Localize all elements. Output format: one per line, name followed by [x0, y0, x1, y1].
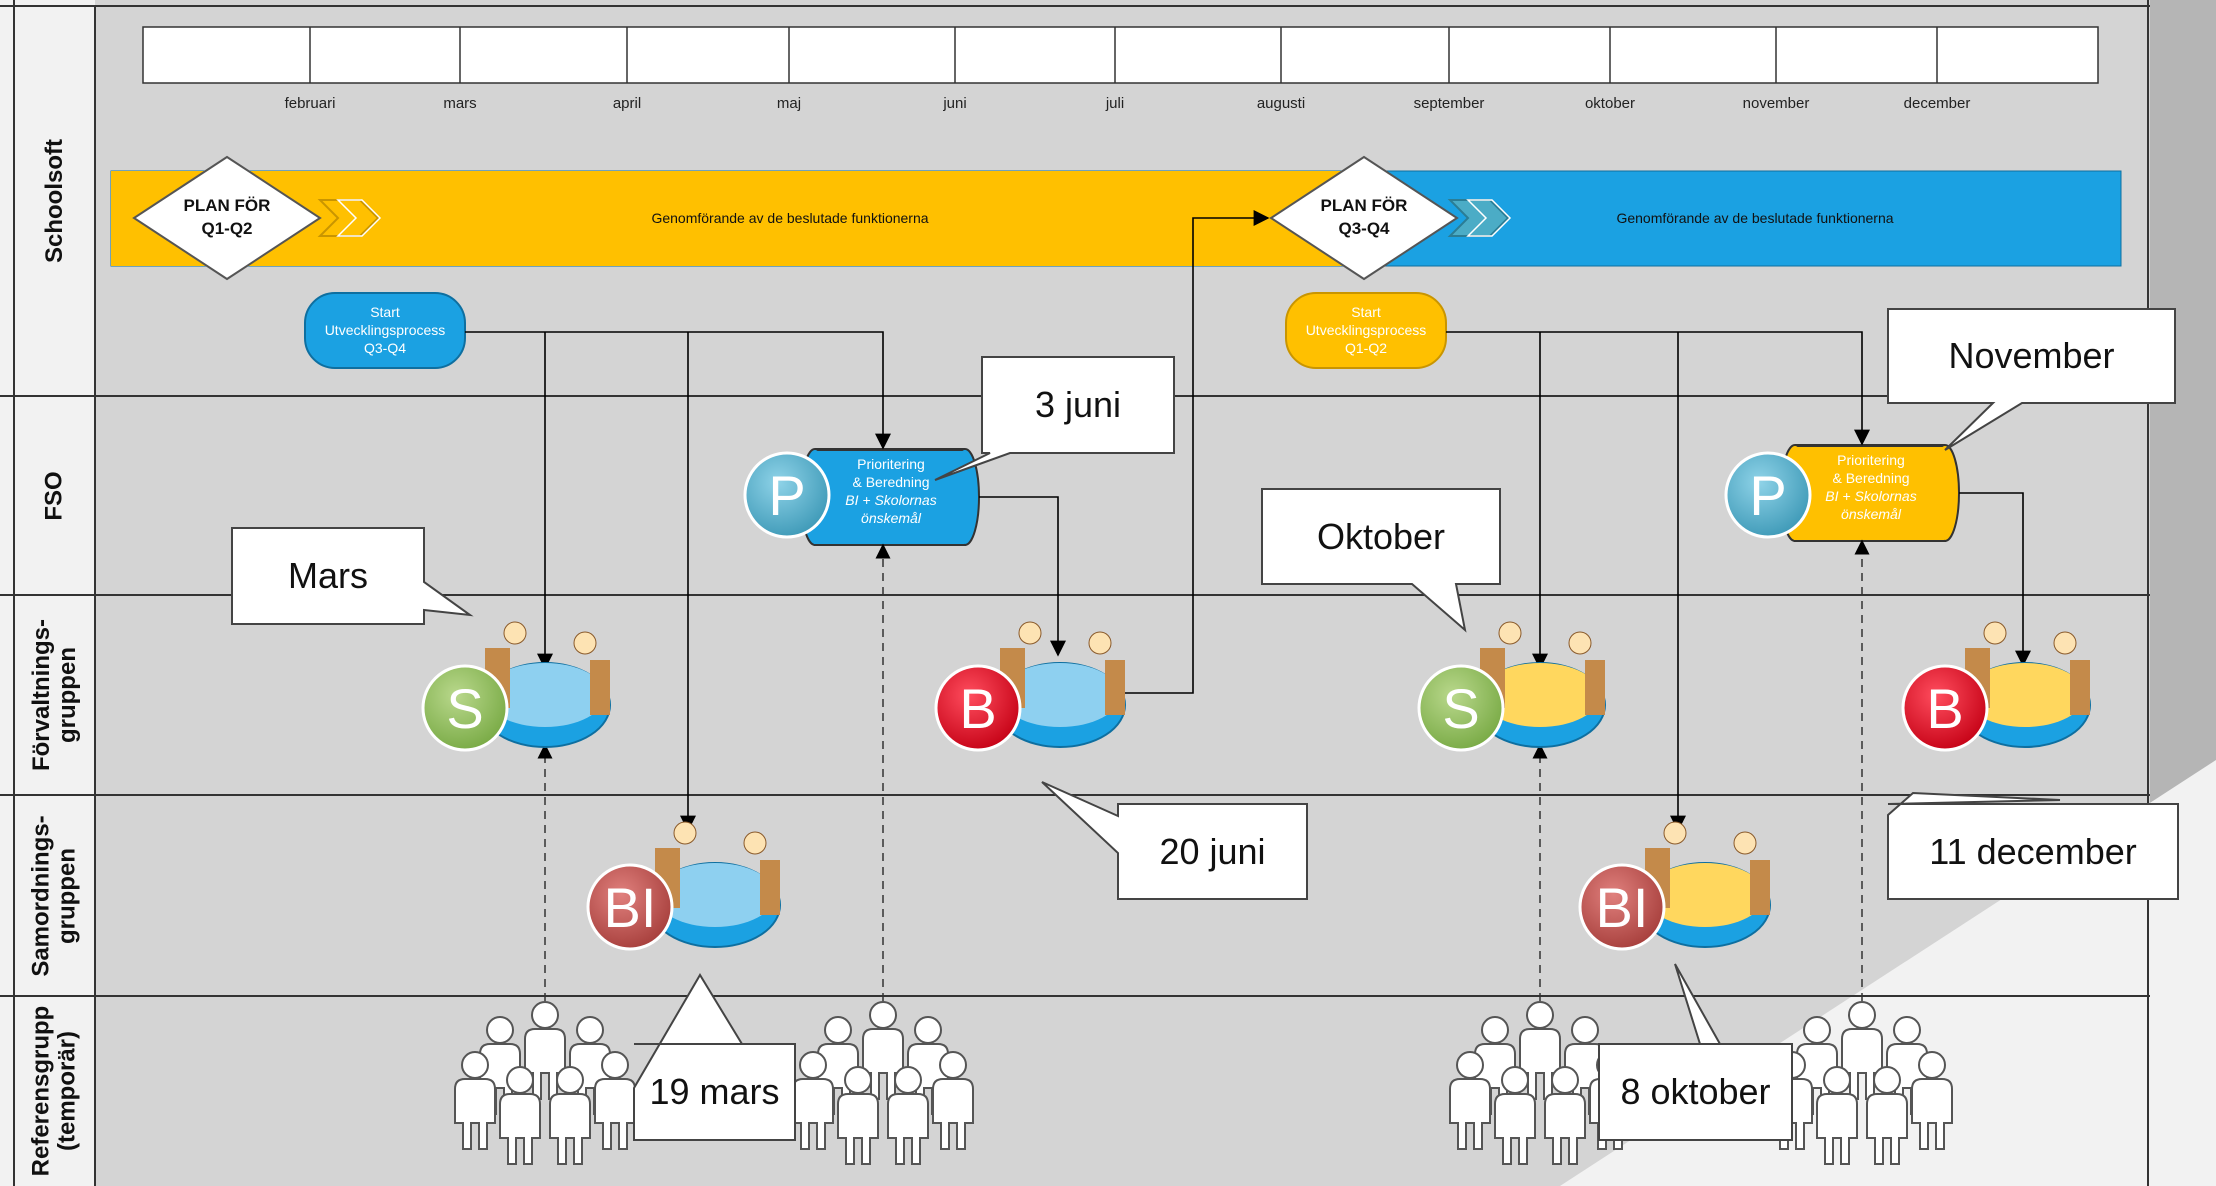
- month-label: oktober: [1584, 95, 1636, 112]
- callout-3-juni: 3 juni: [1034, 384, 1122, 425]
- plan-line1: PLAN FÖR: [1320, 196, 1408, 215]
- plan-line2: Q3-Q4: [1338, 219, 1390, 238]
- start-line3: Q3-Q4: [363, 340, 406, 356]
- month-label: november: [1742, 95, 1810, 112]
- month-label: december: [1903, 95, 1971, 112]
- month-label: augusti: [1256, 95, 1306, 112]
- callout-20-juni: 20 juni: [1159, 830, 1266, 872]
- plan-q3-q4-diamond: PLAN FÖR Q3-Q4: [1304, 194, 1424, 240]
- cylinder-1: [800, 448, 980, 546]
- start-line3: Q1-Q2: [1344, 340, 1387, 356]
- start-line1: Start: [370, 304, 400, 320]
- plan-line2: Q1-Q2: [201, 219, 253, 238]
- lane-label-samordningsgruppen: Samordnings- gruppen: [27, 814, 81, 977]
- bi-badge-1: BI: [603, 875, 657, 939]
- b-badge-1: B: [959, 676, 997, 740]
- meeting-table-oktober: [1474, 621, 1606, 748]
- p-badge-1: P: [768, 463, 806, 527]
- cyl-line3: BI + Skolornas: [1825, 488, 1917, 504]
- month-label: juli: [1105, 95, 1125, 112]
- start-line2: Utvecklingsprocess: [324, 322, 446, 338]
- lane-label-schoolsoft: Schoolsoft: [40, 139, 68, 263]
- p-badge-2: P: [1749, 463, 1787, 527]
- month-label: februari: [284, 95, 336, 112]
- meeting-table-11december: [1959, 621, 2091, 748]
- lane-label-forvaltningsgruppen: Förvaltnings- gruppen: [27, 618, 81, 772]
- meeting-table-19mars: [649, 821, 781, 948]
- month-label: september: [1413, 95, 1485, 112]
- cyl-line4: önskemål: [861, 510, 921, 526]
- start-line1: Start: [1351, 304, 1381, 320]
- callout-8-oktober: 8 oktober: [1620, 1071, 1771, 1112]
- cyl-line2: & Beredning: [852, 474, 930, 490]
- cyl-line1: Prioritering: [857, 456, 925, 472]
- plan-q1-q2-diamond: PLAN FÖR Q1-Q2: [167, 194, 287, 240]
- month-label: april: [612, 95, 642, 112]
- callout-oktober: Oktober: [1316, 515, 1446, 557]
- month-label: juni: [943, 95, 967, 112]
- month-label: maj: [776, 95, 802, 112]
- month-label: mars: [443, 95, 477, 112]
- cyl-line2: & Beredning: [1832, 470, 1910, 486]
- band-text-1: Genomförande av de beslutade funktionern…: [651, 210, 929, 226]
- lane-label-fso: FSO: [40, 470, 68, 521]
- callout-19-mars: 19 mars: [649, 1071, 780, 1112]
- prioritering-beredning-1: Prioritering & Beredning BI + Skolornas …: [816, 455, 966, 527]
- cyl-line1: Prioritering: [1837, 452, 1905, 468]
- start-line2: Utvecklingsprocess: [1305, 322, 1427, 338]
- callout-11-december: 11 december: [1929, 830, 2137, 872]
- meeting-table-mars: [479, 621, 611, 748]
- callout-november: November: [1948, 335, 2115, 376]
- callout-mars: Mars: [288, 555, 368, 596]
- s-badge-2: S: [1442, 676, 1480, 740]
- meeting-table-20juni: [994, 621, 1126, 748]
- lane-label-referensgrupp: Referensgrupp (temporär): [27, 1005, 81, 1177]
- cyl-line3: BI + Skolornas: [845, 492, 937, 508]
- prioritering-beredning-2: Prioritering & Beredning BI + Skolornas …: [1796, 451, 1946, 523]
- plan-line1: PLAN FÖR: [183, 196, 271, 215]
- band-text-2: Genomförande av de beslutade funktionern…: [1616, 210, 1894, 226]
- cyl-line4: önskemål: [1841, 506, 1901, 522]
- b-badge-2: B: [1926, 676, 1964, 740]
- bi-badge-2: BI: [1595, 875, 1649, 939]
- s-badge-1: S: [446, 676, 484, 740]
- start-utvecklingsprocess-q1-q2: Start Utvecklingsprocess Q1-Q2: [1286, 303, 1446, 357]
- start-utvecklingsprocess-q3-q4: Start Utvecklingsprocess Q3-Q4: [305, 303, 465, 357]
